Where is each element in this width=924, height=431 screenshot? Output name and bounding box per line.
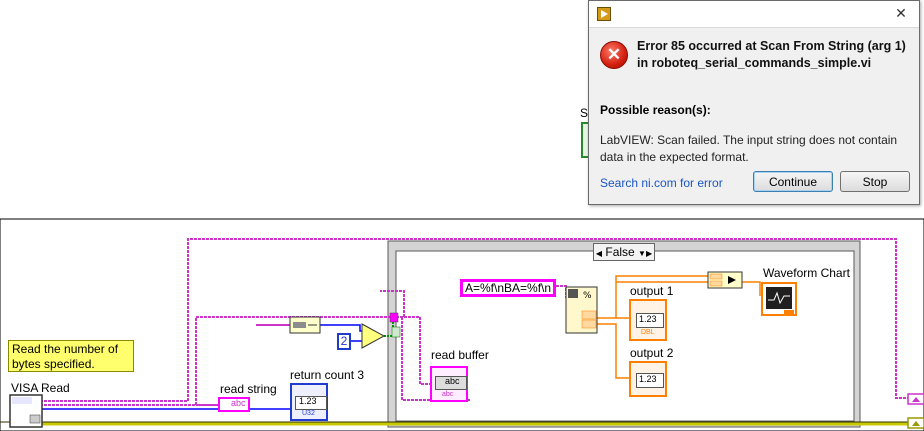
search-ni-link[interactable]: Search ni.com for error [600, 176, 723, 190]
output1-value: 1.23 [639, 314, 657, 324]
while-loop-frame [0, 218, 924, 431]
comment-note: Read the number of bytes specified. [8, 340, 134, 372]
return-count-type-tag: U32 [302, 410, 315, 417]
case-selector-value: False [605, 245, 635, 259]
read-string-abc: abc [231, 398, 246, 408]
output1-type-tag: DBL [641, 329, 655, 336]
close-icon[interactable]: ✕ [895, 5, 907, 21]
output2-indicator[interactable]: 1.23 [629, 361, 667, 397]
equal-compare-function[interactable] [361, 323, 386, 349]
dialog-titlebar[interactable]: ✕ [589, 1, 919, 28]
case-selector-terminal[interactable] [389, 312, 399, 323]
error-icon: ✕ [600, 41, 628, 69]
numeric-wires [596, 275, 761, 379]
labview-app-icon [597, 7, 611, 21]
case-question-terminal [391, 326, 401, 338]
output2-value: 1.23 [639, 374, 657, 384]
read-buffer-label: read buffer [431, 348, 489, 362]
continue-button[interactable]: Continue [753, 171, 833, 192]
case-selector-label[interactable]: ◀ False ▼▶ [593, 243, 655, 261]
svg-text:%: % [583, 291, 592, 301]
error-title: Error 85 occurred at Scan From String (a… [637, 39, 906, 70]
waveform-chart-label: Waveform Chart [763, 266, 850, 280]
output1-indicator[interactable]: 1.23 DBL [629, 299, 667, 341]
output2-label: output 2 [630, 346, 674, 360]
stop-button[interactable]: Stop [840, 171, 910, 192]
case-selector-left-arrow-icon[interactable]: ◀ [595, 249, 603, 258]
numeric-constant-two[interactable]: 2 [337, 333, 351, 350]
partial-front-control[interactable] [581, 122, 591, 158]
int-wire-compare [320, 324, 364, 332]
return-count-value: 1.23 [299, 396, 317, 406]
partial-front-label: S [580, 106, 589, 120]
read-string-label: read string [220, 382, 277, 396]
read-buffer-indicator[interactable]: abc abc [430, 366, 468, 402]
output1-label: output 1 [630, 284, 674, 298]
reason-text: LabVIEW: Scan failed. The input string d… [600, 133, 898, 164]
return-count-label: return count 3 [290, 368, 365, 382]
read-buffer-abc: abc [445, 376, 460, 386]
read-buffer-type-abc: abc [442, 391, 454, 398]
return-count-indicator[interactable]: 1.23 U32 [290, 383, 328, 421]
waveform-chart-trace [768, 291, 790, 305]
string-length-glyph [293, 322, 306, 328]
reason-heading: Possible reason(s): [600, 103, 711, 117]
error-dialog: ✕ ✕ Error 85 occurred at Scan From Strin… [588, 0, 920, 205]
format-string-constant[interactable]: A=%f\nBA=%f\n [460, 279, 556, 297]
visa-read-label: VISA Read [11, 381, 70, 395]
case-selector-right-arrow-icon[interactable]: ▶ [645, 249, 653, 258]
case-selector-dropdown-icon[interactable]: ▼ [638, 249, 646, 258]
read-string-indicator[interactable]: abc [218, 397, 250, 412]
